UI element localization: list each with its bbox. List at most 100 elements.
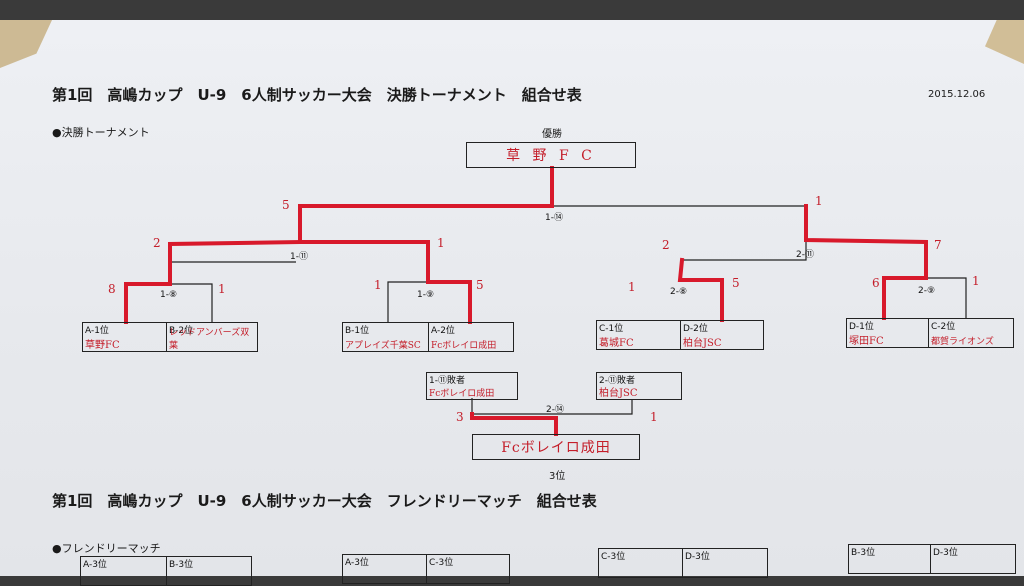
q1-right-score: 1 bbox=[218, 282, 226, 296]
seed-label: C-3位 bbox=[429, 558, 454, 568]
semi-left-winner-path bbox=[168, 239, 303, 264]
champion-box: 草 野 F C bbox=[466, 142, 636, 168]
seed-label: A-3位 bbox=[83, 560, 107, 570]
third-left-arm bbox=[471, 398, 556, 415]
team-cell: B-3位 bbox=[849, 545, 931, 573]
team-name: Fcボレイロ成田 bbox=[429, 389, 495, 399]
team-cell: B-2位 レッドアンバーズ双葉 bbox=[167, 323, 257, 351]
seed-label: B-1位 bbox=[345, 326, 370, 336]
semi-right-link bbox=[682, 242, 807, 261]
seed-label: C-3位 bbox=[601, 552, 626, 562]
final-right-arm bbox=[552, 205, 807, 220]
team-cell: D-2位 柏台JSC bbox=[681, 321, 763, 349]
champion-name: 草 野 F C bbox=[506, 148, 596, 164]
seed-label: D-2位 bbox=[683, 324, 708, 334]
match-box-q1: A-1位 草野FC B-2位 レッドアンバーズ双葉 bbox=[82, 322, 258, 352]
third-left-score: 3 bbox=[456, 410, 464, 424]
q2-right-score: 5 bbox=[476, 278, 484, 292]
q3-winner-path bbox=[677, 257, 724, 322]
seed-label: B-3位 bbox=[851, 548, 876, 558]
team-name: 塚田FC bbox=[849, 336, 884, 347]
team-name: 都賀ライオンズ bbox=[931, 337, 994, 347]
team-cell: D-3位 bbox=[931, 545, 1015, 573]
bracket-lines bbox=[124, 166, 967, 436]
friendly-section-label: ●フレンドリーマッチ bbox=[52, 542, 161, 555]
q2-left-arm bbox=[387, 281, 428, 322]
seed-label: 1-⑪敗者 bbox=[429, 376, 465, 386]
team-name: アプレイズ千葉SC bbox=[345, 341, 421, 351]
q1-winner-path bbox=[124, 260, 172, 324]
q4-right-arm bbox=[924, 277, 967, 318]
seed-label: C-1位 bbox=[599, 324, 624, 334]
friendly-box-1: A-3位 B-3位 bbox=[80, 556, 252, 586]
semi-right-winner-path bbox=[804, 204, 928, 280]
q3-match-no: 2-⑧ bbox=[670, 287, 688, 297]
seed-label: A-2位 bbox=[431, 326, 455, 336]
third-place-match-no: 2-⑭ bbox=[546, 405, 564, 415]
team-name: レッドアンバーズ双葉 bbox=[169, 328, 250, 351]
third-right-score: 1 bbox=[650, 410, 658, 424]
seed-label: 2-⑪敗者 bbox=[599, 376, 635, 386]
qf-right-loser-score: 2 bbox=[662, 238, 670, 252]
third-place-winner: Fcボレイロ成田 bbox=[501, 440, 611, 456]
team-cell: D-1位 塚田FC bbox=[847, 319, 929, 347]
team-cell: C-1位 葛城FC bbox=[597, 321, 681, 349]
seed-label: A-1位 bbox=[85, 326, 109, 336]
match-box-q4: D-1位 塚田FC C-2位 都賀ライオンズ bbox=[846, 318, 1014, 348]
q2-winner-path bbox=[426, 240, 472, 324]
third-place-label: 3位 bbox=[549, 471, 566, 482]
match-box-q2: B-1位 アプレイズ千葉SC A-2位 Fcボレイロ成田 bbox=[342, 322, 514, 352]
third-winner-path bbox=[470, 412, 558, 436]
third-place-winner-box: Fcボレイロ成田 bbox=[472, 434, 640, 460]
team-cell: 1-⑪敗者 Fcボレイロ成田 bbox=[427, 373, 517, 399]
section-label: ●決勝トーナメント bbox=[52, 126, 150, 139]
qf-right-winner-score: 7 bbox=[934, 238, 942, 252]
team-name: Fcボレイロ成田 bbox=[431, 341, 497, 351]
team-cell: B-3位 bbox=[167, 557, 251, 585]
champion-label: 優勝 bbox=[542, 129, 562, 140]
qf-left-loser-score: 1 bbox=[437, 236, 445, 250]
team-name: 葛城FC bbox=[599, 338, 634, 349]
semi-left-score: 5 bbox=[282, 198, 290, 212]
team-cell: A-2位 Fcボレイロ成田 bbox=[429, 323, 513, 351]
q3-left-score: 1 bbox=[628, 280, 636, 294]
q4-left-score: 6 bbox=[872, 276, 880, 290]
third-place-left-box: 1-⑪敗者 Fcボレイロ成田 bbox=[426, 372, 518, 400]
third-place-right-box: 2-⑪敗者 柏台JSC bbox=[596, 372, 682, 400]
seed-label: D-3位 bbox=[933, 548, 958, 558]
third-right-arm bbox=[556, 400, 633, 415]
team-cell: D-3位 bbox=[683, 549, 767, 577]
q1-right-arm bbox=[170, 283, 213, 322]
tournament-sheet: 第1回 高嶋カップ U-9 6人制サッカー大会 決勝トーナメント 組合せ表 20… bbox=[0, 20, 1024, 586]
q2-left-score: 1 bbox=[374, 278, 382, 292]
friendly-box-3: C-3位 D-3位 bbox=[598, 548, 768, 578]
seed-label: B-2位 bbox=[169, 326, 194, 336]
match-box-q3: C-1位 葛城FC D-2位 柏台JSC bbox=[596, 320, 764, 350]
seed-label: D-1位 bbox=[849, 322, 874, 332]
team-cell: A-3位 bbox=[343, 555, 427, 583]
q4-winner-path bbox=[882, 276, 928, 320]
friendly-box-4: B-3位 D-3位 bbox=[848, 544, 1016, 574]
friendly-title: 第1回 高嶋カップ U-9 6人制サッカー大会 フレンドリーマッチ 組合せ表 bbox=[52, 492, 597, 510]
team-cell: B-1位 アプレイズ千葉SC bbox=[343, 323, 429, 351]
team-cell: C-3位 bbox=[427, 555, 509, 583]
q1-match-no: 1-⑧ bbox=[160, 290, 178, 300]
qf-left-winner-score: 2 bbox=[153, 236, 161, 250]
semi-right-score: 1 bbox=[815, 194, 823, 208]
final-left-arm bbox=[298, 204, 554, 244]
team-name: 柏台JSC bbox=[683, 338, 722, 349]
q1-left-score: 8 bbox=[108, 282, 116, 296]
team-cell: C-3位 bbox=[599, 549, 683, 577]
seed-label: A-3位 bbox=[345, 558, 369, 568]
team-cell: A-3位 bbox=[81, 557, 167, 585]
seed-label: C-2位 bbox=[931, 322, 956, 332]
final-match-no: 1-⑭ bbox=[545, 213, 563, 223]
friendly-box-2: A-3位 C-3位 bbox=[342, 554, 510, 584]
page-title: 第1回 高嶋カップ U-9 6人制サッカー大会 決勝トーナメント 組合せ表 bbox=[52, 86, 582, 104]
semi-left-match-no: 1-⑪ bbox=[290, 252, 308, 262]
q3-right-score: 5 bbox=[732, 276, 740, 290]
team-cell: C-2位 都賀ライオンズ bbox=[929, 319, 1013, 347]
q4-right-score: 1 bbox=[972, 274, 980, 288]
seed-label: B-3位 bbox=[169, 560, 194, 570]
team-name: 草野FC bbox=[85, 340, 120, 351]
